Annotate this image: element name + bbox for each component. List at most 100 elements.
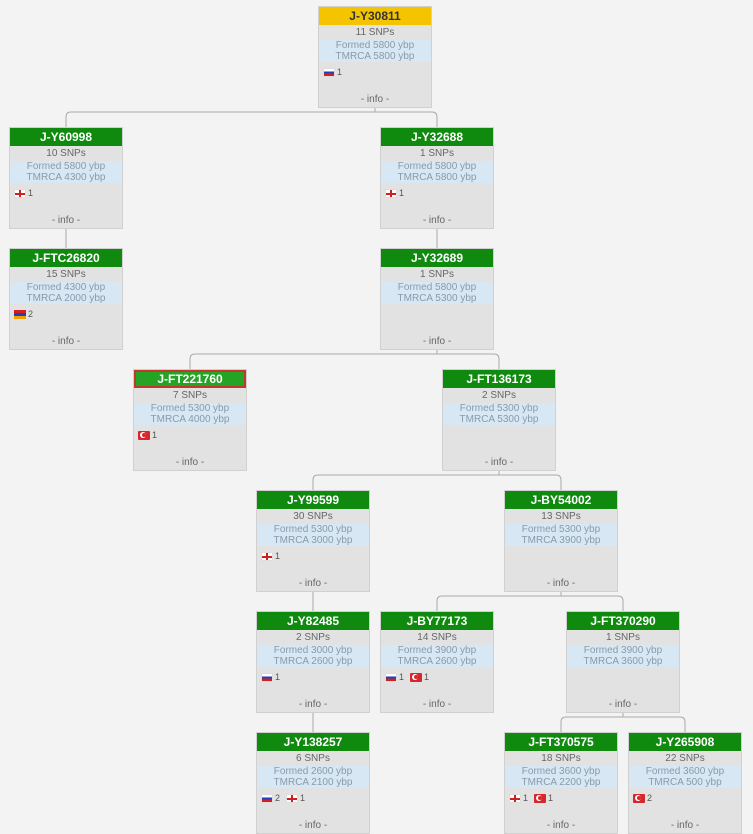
node-country-flags: 2 (629, 788, 741, 817)
russia-flag-icon (261, 793, 273, 803)
node-snp-count: 1 SNPs (606, 632, 640, 643)
node-formed-age: Formed 3600 ybp (645, 766, 725, 777)
country-count: 1 (261, 551, 280, 561)
node-info-link[interactable]: - info - (670, 820, 700, 831)
georgia-flag-icon (509, 793, 521, 803)
node-haplogroup-label[interactable]: J-FT370575 (505, 733, 617, 751)
node-formed-age: Formed 3000 ybp (273, 645, 353, 656)
node-haplogroup-label[interactable]: J-Y99599 (257, 491, 369, 509)
node-info-link[interactable]: - info - (608, 699, 638, 710)
node-info-link[interactable]: - info - (298, 699, 328, 710)
node-haplogroup-label[interactable]: J-BY54002 (505, 491, 617, 509)
country-count-value: 1 (424, 671, 430, 682)
country-count: 2 (633, 793, 652, 803)
node-tmrca-age: TMRCA 5300 ybp (397, 293, 477, 304)
node-tmrca-age: TMRCA 5300 ybp (459, 414, 539, 425)
node-formed-age: Formed 5800 ybp (397, 161, 477, 172)
node-formed-age: Formed 5800 ybp (26, 161, 106, 172)
node-snp-count: 6 SNPs (296, 753, 330, 764)
tree-edge (312, 471, 562, 490)
turkey-flag-icon (410, 672, 423, 682)
node-info-link[interactable]: - info - (484, 457, 514, 468)
node-haplogroup-label[interactable]: J-Y265908 (629, 733, 741, 751)
node-info-link[interactable]: - info - (51, 336, 81, 347)
russia-flag-icon (385, 672, 397, 682)
node-snp-count: 2 SNPs (296, 632, 330, 643)
node-snp-count: 30 SNPs (293, 511, 333, 522)
node-haplogroup-label[interactable]: J-FT136173 (443, 370, 555, 388)
node-info-link[interactable]: - info - (422, 699, 452, 710)
node-info-link[interactable]: - info - (298, 820, 328, 831)
country-count-value: 1 (275, 671, 281, 682)
node-country-flags (443, 425, 555, 454)
node-formed-age: Formed 5300 ybp (521, 524, 601, 535)
node-haplogroup-label[interactable]: J-Y32689 (381, 249, 493, 267)
node-haplogroup-label[interactable]: J-Y32688 (381, 128, 493, 146)
node-country-flags (381, 304, 493, 333)
node-snp-count: 22 SNPs (665, 753, 705, 764)
node-haplogroup-label[interactable]: J-Y30811 (319, 7, 431, 25)
node-haplogroup-label[interactable]: J-Y82485 (257, 612, 369, 630)
node-snp-count: 7 SNPs (173, 390, 207, 401)
node-tmrca-age: TMRCA 2200 ybp (521, 777, 601, 788)
country-count: 1 (534, 793, 553, 803)
node-haplogroup-label[interactable]: J-Y60998 (10, 128, 122, 146)
node-haplogroup-label[interactable]: J-FT370290 (567, 612, 679, 630)
node-haplogroup-label[interactable]: J-FT221760 (134, 370, 246, 388)
node-info-link[interactable]: - info - (422, 336, 452, 347)
node-tmrca-age: TMRCA 2600 ybp (397, 656, 477, 667)
country-count-value: 1 (399, 187, 405, 198)
tree-edge (189, 350, 500, 369)
node-country-flags: 2 (10, 304, 122, 333)
node-formed-age: Formed 3600 ybp (521, 766, 601, 777)
node-formed-age: Formed 2600 ybp (273, 766, 353, 777)
country-count: 1 (14, 188, 33, 198)
node-info-link[interactable]: - info - (175, 457, 205, 468)
country-count: 2 (261, 793, 280, 803)
node-info-link[interactable]: - info - (422, 215, 452, 226)
node-country-flags (567, 667, 679, 696)
node-info-link[interactable]: - info - (298, 578, 328, 589)
node-snp-count: 18 SNPs (541, 753, 581, 764)
node-snp-count: 15 SNPs (46, 269, 86, 280)
russia-flag-icon (261, 672, 273, 682)
country-count-value: 1 (523, 792, 529, 803)
node-haplogroup-label[interactable]: J-BY77173 (381, 612, 493, 630)
node-formed-age: Formed 5300 ybp (459, 403, 539, 414)
node-country-flags: 1 (257, 546, 369, 575)
country-count-value: 1 (275, 550, 281, 561)
node-haplogroup-label[interactable]: J-FTC26820 (10, 249, 122, 267)
node-info-link[interactable]: - info - (51, 215, 81, 226)
node-info-link[interactable]: - info - (546, 578, 576, 589)
node-haplogroup-label[interactable]: J-Y138257 (257, 733, 369, 751)
node-snp-count: 11 SNPs (355, 27, 395, 38)
node-formed-age: Formed 3900 ybp (397, 645, 477, 656)
node-info-link[interactable]: - info - (360, 94, 390, 105)
country-count-value: 2 (275, 792, 281, 803)
node-info-link[interactable]: - info - (546, 820, 576, 831)
